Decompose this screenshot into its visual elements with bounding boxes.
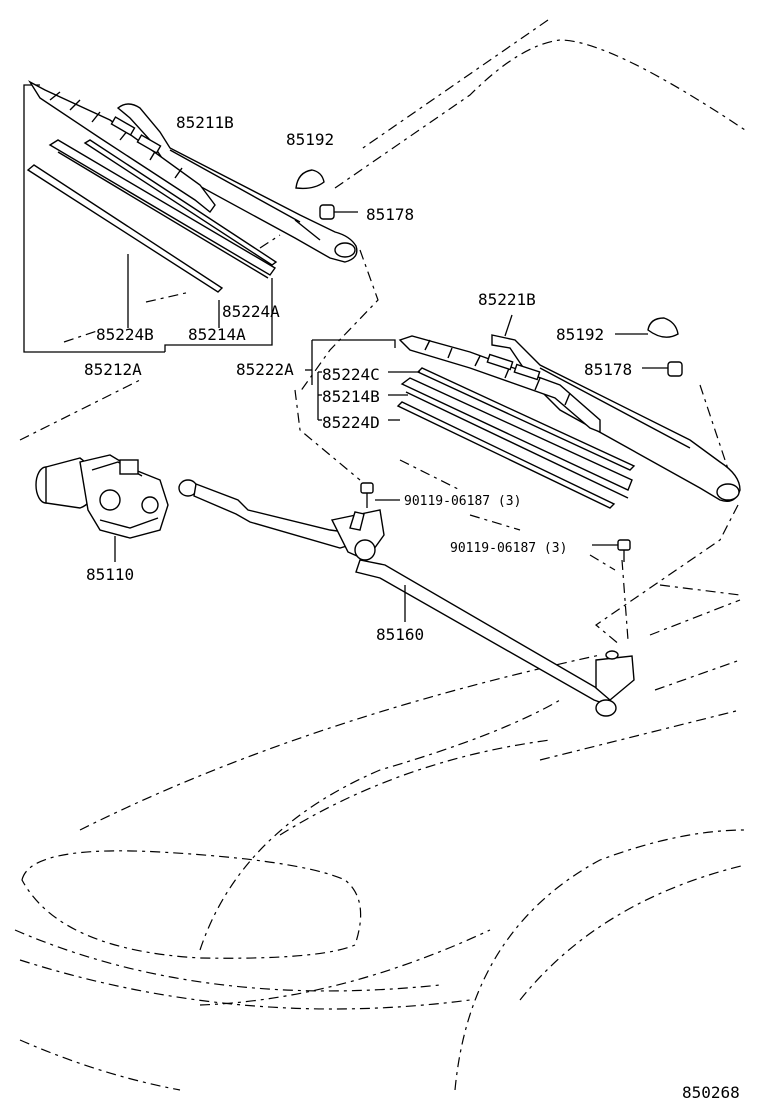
label-85178-right: 85178 <box>584 360 632 379</box>
diagram-id: 850268 <box>682 1083 740 1102</box>
left-pivot-cap <box>295 169 325 190</box>
right-wiper-arm <box>491 314 741 502</box>
left-wiper-arm <box>116 103 358 263</box>
label-85214B: 85214B <box>322 387 380 406</box>
label-85211B: 85211B <box>176 113 234 132</box>
label-85178-left: 85178 <box>366 205 414 224</box>
right-blade-rubber <box>400 367 636 499</box>
right-blade-insert <box>396 401 616 509</box>
label-90119-lower: 90119-06187 (3) <box>450 541 567 556</box>
wiper-linkage <box>178 479 635 717</box>
part-labels: 85211B 85192 85178 85224A 85224B 85214A … <box>84 113 740 1102</box>
label-85224B: 85224B <box>96 325 154 344</box>
left-pivot-nut <box>319 204 358 220</box>
label-85160: 85160 <box>376 625 424 644</box>
left-blade-insert <box>26 164 224 293</box>
label-85192-left: 85192 <box>286 130 334 149</box>
label-85214A: 85214A <box>188 325 246 344</box>
label-85110: 85110 <box>86 565 134 584</box>
mounting-bolt-lower <box>592 539 631 562</box>
mounting-bolt-upper <box>360 482 400 508</box>
label-85212A: 85212A <box>84 360 142 379</box>
right-wiper-blade <box>398 335 601 434</box>
right-assembly-bracket <box>305 339 420 421</box>
label-85224C: 85224C <box>322 365 380 384</box>
right-pivot-cap <box>615 317 679 338</box>
label-85224A: 85224A <box>222 302 280 321</box>
label-85221B: 85221B <box>478 290 536 309</box>
label-85222A: 85222A <box>236 360 294 379</box>
label-85192-right: 85192 <box>556 325 604 344</box>
vehicle-outline <box>14 19 746 1091</box>
label-85224D: 85224D <box>322 413 380 432</box>
left-blade-rubber <box>48 139 278 279</box>
label-90119-upper: 90119-06187 (3) <box>404 494 521 509</box>
left-wiper-blade <box>28 80 216 214</box>
right-pivot-nut <box>642 361 683 377</box>
wiper-motor <box>35 454 169 562</box>
